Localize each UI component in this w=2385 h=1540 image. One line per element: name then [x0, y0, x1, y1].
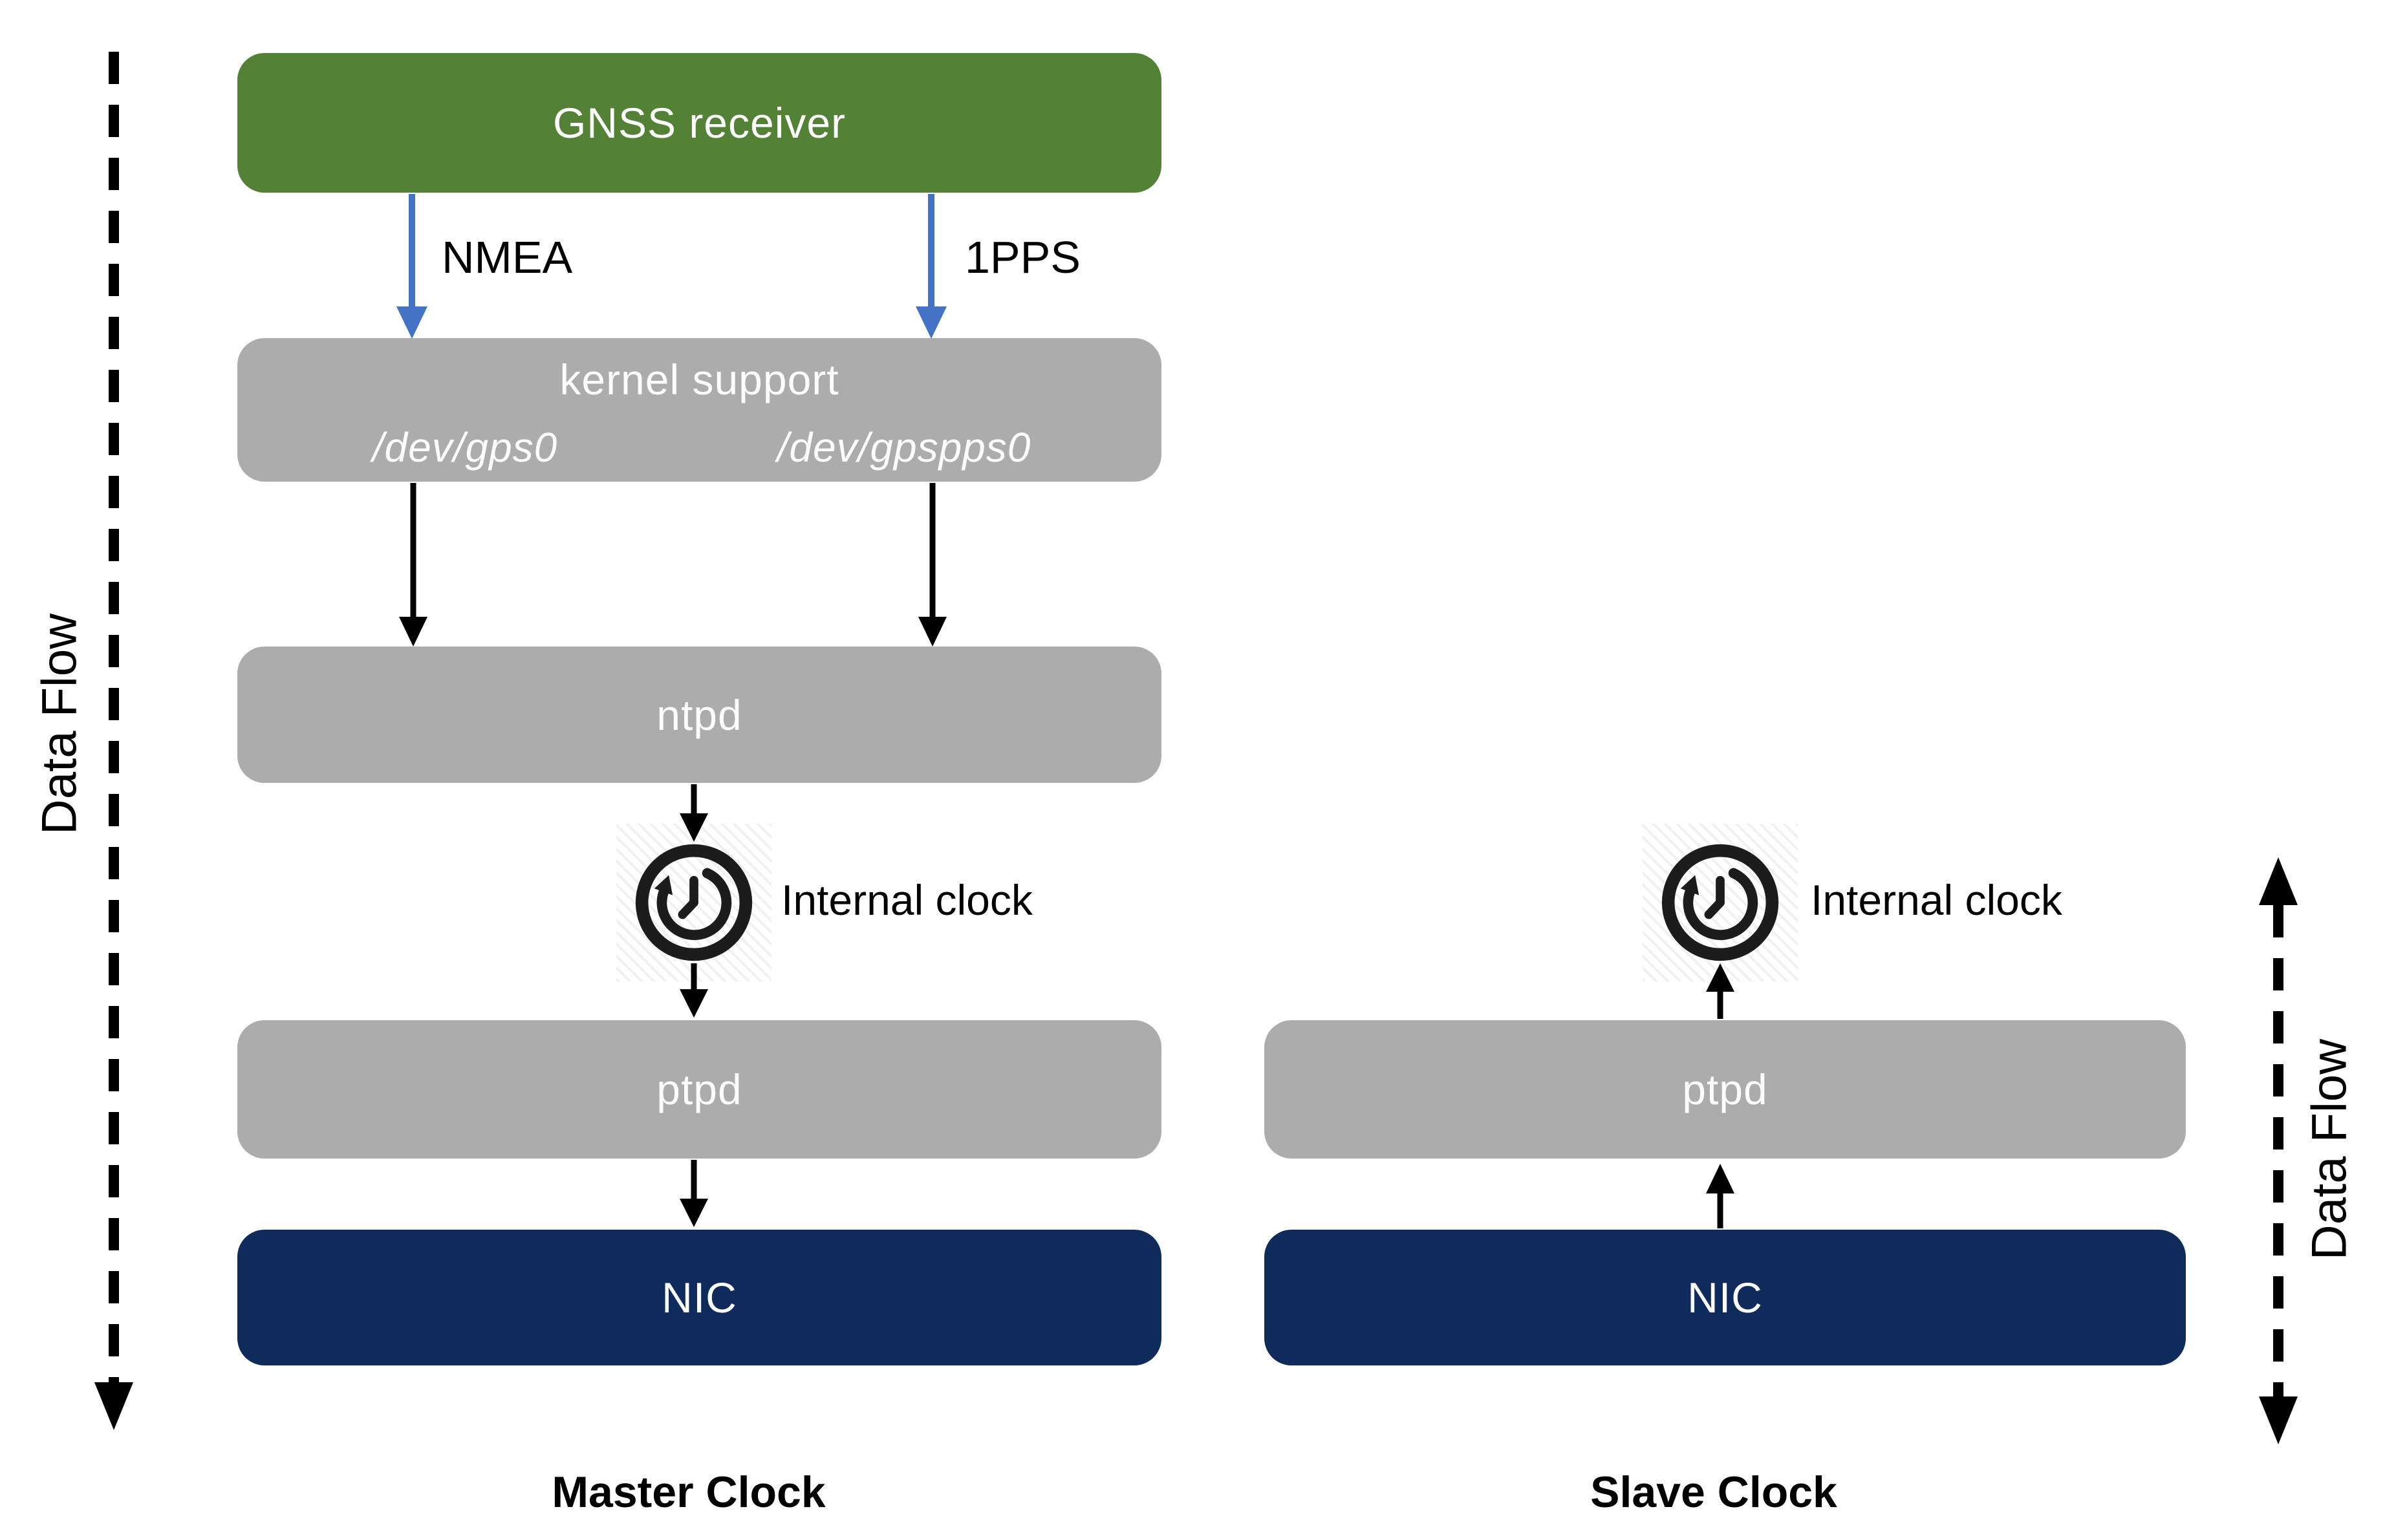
- ntpd-to-clock-arrow: [680, 784, 708, 842]
- kernel-to-ntpd-arrow-gps: [399, 483, 427, 647]
- slave-nic-label: NIC: [1687, 1274, 1763, 1321]
- kernel-support-label: kernel support: [559, 356, 839, 403]
- gnss-receiver-box: GNSS receiver: [237, 53, 1161, 193]
- master-internal-clock-label: Internal clock: [781, 876, 1033, 924]
- internal-clock-icon: [1661, 844, 1779, 961]
- ntpd-box: ntpd: [237, 647, 1161, 783]
- slave-nic-to-ptpd-arrow: [1706, 1164, 1734, 1228]
- nmea-arrow: [396, 194, 427, 339]
- slave-ptpd-to-clock-arrow: [1706, 963, 1734, 1019]
- slave-internal-clock: [1643, 824, 1798, 981]
- pps-label: 1PPS: [965, 232, 1081, 283]
- slave-nic-box: NIC: [1264, 1230, 2186, 1365]
- data-flow-label-left: Data Flow: [32, 613, 87, 835]
- master-ptpd-label: ptpd: [656, 1065, 742, 1113]
- master-nic-box: NIC: [237, 1230, 1161, 1365]
- master-clock-title: Master Clock: [552, 1468, 826, 1517]
- data-flow-arrow-right: [2259, 857, 2298, 1444]
- gnss-receiver-label: GNSS receiver: [552, 99, 847, 147]
- ptpd-to-nic-arrow: [680, 1160, 708, 1227]
- kernel-support-box: kernel support /dev/gps0 /dev/gpspps0: [237, 338, 1161, 482]
- slave-clock-title: Slave Clock: [1590, 1468, 1837, 1517]
- master-nic-label: NIC: [662, 1274, 737, 1321]
- nmea-label: NMEA: [442, 232, 573, 283]
- slave-ptpd-box: ptpd: [1264, 1020, 2186, 1159]
- pps-arrow: [916, 194, 947, 339]
- ntpd-label: ntpd: [656, 690, 742, 739]
- master-internal-clock: [616, 824, 772, 981]
- data-flow-arrow-left: [94, 52, 133, 1430]
- internal-clock-icon: [635, 844, 753, 961]
- clock-to-ptpd-arrow: [680, 963, 708, 1018]
- data-flow-label-right: Data Flow: [2302, 1038, 2357, 1261]
- dev-gps0-label: /dev/gps0: [372, 424, 558, 471]
- dev-gpspps0-label: /dev/gpspps0: [777, 424, 1031, 471]
- slave-ptpd-label: ptpd: [1682, 1065, 1768, 1113]
- slave-internal-clock-label: Internal clock: [1811, 876, 2062, 924]
- master-ptpd-box: ptpd: [237, 1020, 1161, 1159]
- kernel-to-ntpd-arrow-pps: [918, 483, 947, 647]
